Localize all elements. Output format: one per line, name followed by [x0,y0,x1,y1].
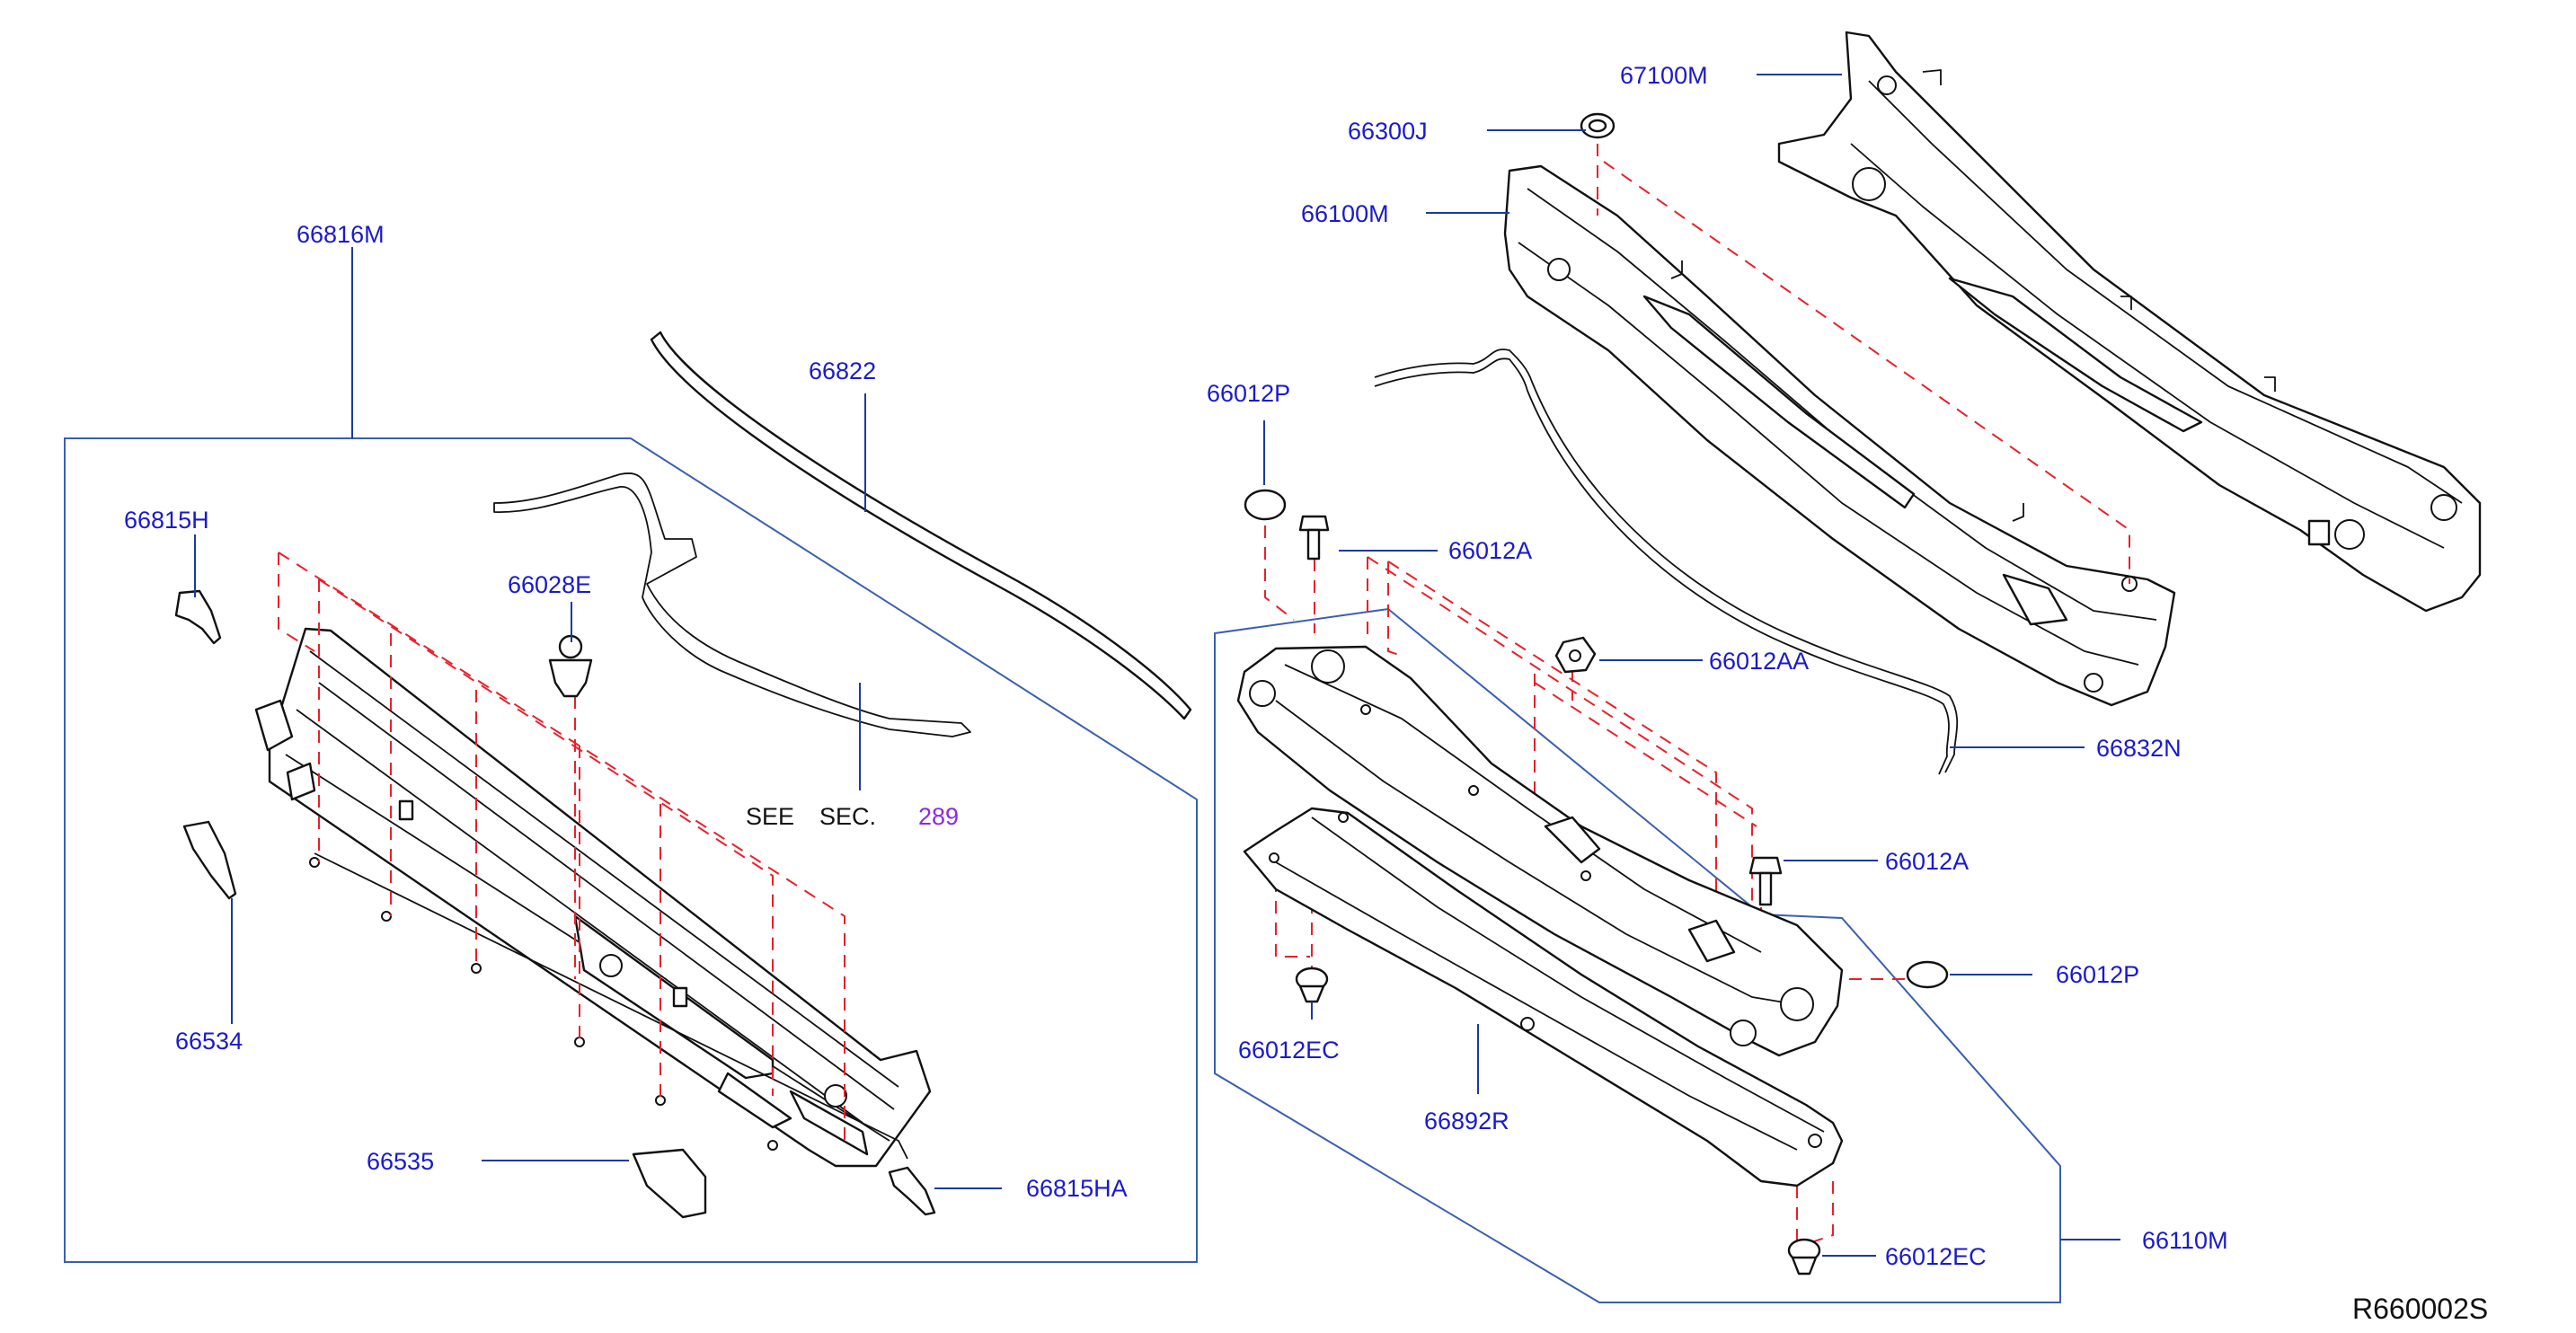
cowl-top-extension-66110M [1236,645,1844,1057]
nut-66012AA [1554,636,1597,674]
label-66816M: 66816M [297,221,385,248]
label-66012A-mid: 66012A [1885,848,1969,875]
label-66892R: 66892R [1424,1108,1509,1134]
label-67100M: 67100M [1620,62,1708,89]
label-66832N: 66832N [2096,735,2182,762]
clip-66012EC-left [1295,967,1329,1003]
seal-66535 [632,1148,707,1219]
label-66012P-top: 66012P [1207,380,1290,407]
seal-66534 [182,820,237,900]
cowl-weatherstrip [650,331,1192,720]
label-66815H: 66815H [124,507,209,534]
label-66028E: 66028E [508,571,591,598]
plug-66012P-top [1244,489,1287,521]
group-outline-66110M [1214,607,2061,1303]
label-66012A-top: 66012A [1448,537,1532,564]
seal-66815H [174,589,222,645]
seal-66815HA [888,1166,936,1216]
label-see: SEE [746,803,794,830]
group-outline-66816M [64,437,1198,1263]
label-66535: 66535 [367,1148,434,1175]
grommet-66300J [1580,112,1616,139]
label-66012P-right: 66012P [2056,961,2139,988]
lower-panel-66892R [1243,807,1844,1187]
label-66110M: 66110M [2142,1227,2228,1254]
label-66815HA: 66815HA [1026,1175,1128,1202]
cowl-top-panel-66100M [1503,164,2176,707]
diagram-code: R660002S [2352,1293,2488,1325]
label-66012EC-left: 66012EC [1238,1037,1340,1064]
label-66300J: 66300J [1348,118,1428,145]
leader-lines [194,74,2120,1257]
label-66012EC-bottom: 66012EC [1885,1243,1987,1270]
label-66534: 66534 [175,1028,243,1055]
bolt-66012A-top [1298,515,1330,561]
clip-66012EC-bottom [1787,1238,1821,1276]
guide-lines-left [278,552,845,1141]
label-66822: 66822 [809,358,876,384]
label-sec-number: 289 [918,803,959,830]
label-66100M: 66100M [1301,200,1389,227]
hose-66832N [1374,349,1959,773]
label-66012AA: 66012AA [1709,648,1809,675]
bolt-66012A-mid [1748,856,1783,906]
cowl-top-grille [254,627,932,1168]
label-sec: SEC. [819,803,876,830]
clip-66028E [548,634,593,698]
hose-wire-harness [493,472,971,737]
plug-66012P-right [1906,960,1949,989]
cowl-top-panel-67100M [1777,31,2482,613]
